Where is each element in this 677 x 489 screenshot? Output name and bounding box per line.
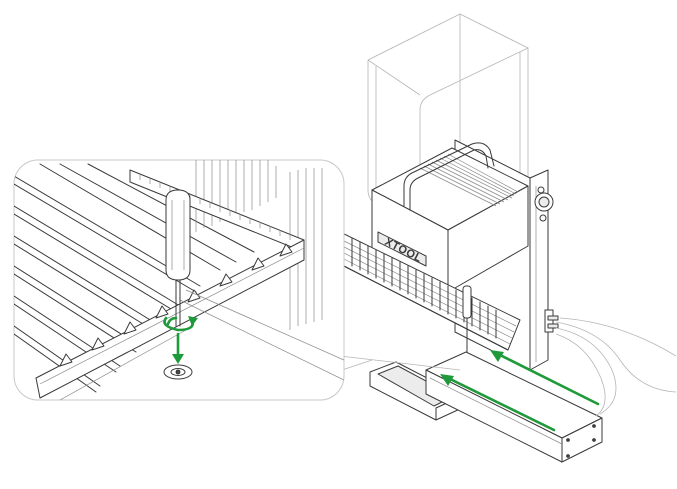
- insert-slide-arrow-icon: [440, 350, 600, 432]
- cooling-fins: [419, 153, 519, 207]
- laser-head-module: XTOOL: [371, 142, 529, 293]
- screwdriver-icon: [165, 189, 191, 327]
- screw-hole-icon: [163, 364, 193, 380]
- screwdriver-small-icon: [462, 285, 472, 367]
- extension-rail-module: [425, 351, 603, 463]
- callout-content: [14, 160, 344, 400]
- rotate-arrow-icon: [163, 316, 198, 332]
- magnifier-callout: [13, 159, 461, 401]
- laser-engraver: XTOOL: [299, 13, 677, 463]
- downward-arrow-icon: [172, 332, 184, 364]
- power-cables: [555, 317, 677, 417]
